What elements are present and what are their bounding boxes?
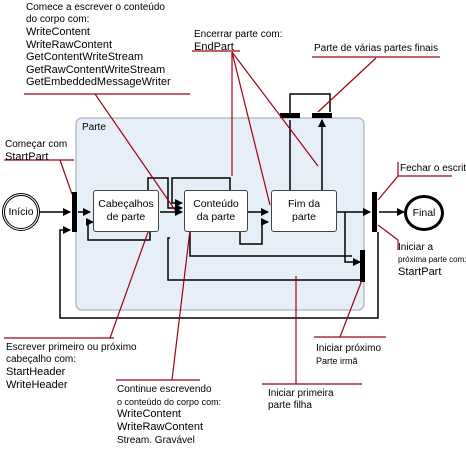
part-content-line-1: Conteúdo	[193, 198, 239, 210]
callout-next-part: Iniciar a próxima parte com: StartPart	[398, 242, 466, 279]
part-container-label: Parte	[82, 122, 106, 133]
start-sync-bar	[72, 192, 77, 232]
callout-first-child-line-1: Iniciar primeira	[268, 388, 334, 399]
end-sync-bar	[372, 192, 377, 232]
callout-write-header-line-1: Escrever primeiro ou próximo	[6, 342, 137, 353]
method-get-content-write-stream: GetContentWriteStream	[26, 51, 144, 63]
method-write-content: WriteContent	[26, 26, 90, 38]
part-headers-box: Cabeçalhos de parte	[93, 190, 159, 232]
callout-first-child-line-2: parte filha	[268, 400, 312, 411]
callout-close-writer: Fechar o escritor	[400, 163, 466, 174]
child-sync-bar	[360, 250, 365, 282]
method-get-raw-content-write-stream: GetRawContentWriteStream	[26, 63, 166, 76]
callout-next-part-line-1: Iniciar a	[398, 242, 434, 253]
callout-continue-body-line-2: o conteúdo do corpo com:	[117, 397, 222, 407]
start-node-label: Início	[8, 206, 34, 218]
part-end-box: Fim da parte	[271, 190, 337, 232]
flow-lines	[38, 93, 405, 319]
method-start-header: StartHeader	[6, 366, 66, 378]
method-end-part: EndPart	[194, 41, 234, 53]
method-next-start-part: StartPart	[398, 266, 442, 278]
method-write-raw-content: WriteRawContent	[26, 38, 112, 51]
final-node-label: Final	[412, 207, 436, 219]
part-headers-line-2: de parte	[106, 211, 146, 223]
callout-continue-body-extra: Stream. Gravável	[117, 435, 195, 446]
callout-sibling-part: Iniciar próximo Parte irmã	[316, 343, 381, 367]
callout-sibling-part-line-2: Parte irmã	[316, 356, 358, 366]
part-content-line-2: da parte	[196, 211, 236, 223]
multipart-end-bar-2	[312, 113, 332, 118]
callout-body-content: Comece a escrever o conteúdo do corpo co…	[26, 2, 171, 89]
part-content-box: Conteúdo da parte	[184, 190, 248, 232]
method-get-embedded-message-writer: GetEmbeddedMessageWriter	[26, 76, 171, 88]
callout-write-header: Escrever primeiro ou próximo cabeçalho c…	[6, 342, 137, 391]
callout-lines	[4, 50, 452, 385]
start-node: Início	[2, 193, 40, 231]
callout-next-part-line-2: próxima parte com:	[398, 255, 466, 264]
callout-multipart-end: Parte de várias partes finais	[314, 43, 438, 54]
callout-continue-body-line-1: Continue escrevendo	[117, 384, 212, 395]
part-headers-line-1: Cabeçalhos	[98, 198, 154, 210]
callout-end-part: Encerrar parte com: EndPart	[194, 29, 282, 54]
callout-start-part: Começar com StartPart	[5, 139, 67, 164]
final-node: Final	[404, 195, 444, 231]
callout-continue-body: Continue escrevendo o conteúdo do corpo …	[117, 384, 221, 447]
callout-body-content-line-2: do corpo com:	[26, 14, 90, 25]
part-end-line-2: parte	[292, 211, 316, 223]
part-end-line-1: Fim da	[287, 198, 321, 210]
callout-body-content-line-1: Comece a escrever o conteúdo	[26, 2, 165, 13]
callout-write-header-line-2: cabeçalho com:	[6, 354, 77, 365]
method-start-part: StartPart	[5, 151, 49, 163]
multipart-end-bar-1	[280, 113, 300, 118]
method-write-header: WriteHeader	[6, 378, 68, 391]
callout-first-child: Iniciar primeira parte filha	[268, 388, 334, 412]
method-continue-write-content: WriteContent	[117, 408, 181, 420]
callout-start-part-line: Começar com	[5, 139, 68, 150]
callout-sibling-part-line-1: Iniciar próximo	[316, 343, 382, 354]
method-continue-write-raw-content: WriteRawContent	[117, 420, 203, 433]
callout-end-part-line: Encerrar parte com:	[194, 29, 283, 40]
